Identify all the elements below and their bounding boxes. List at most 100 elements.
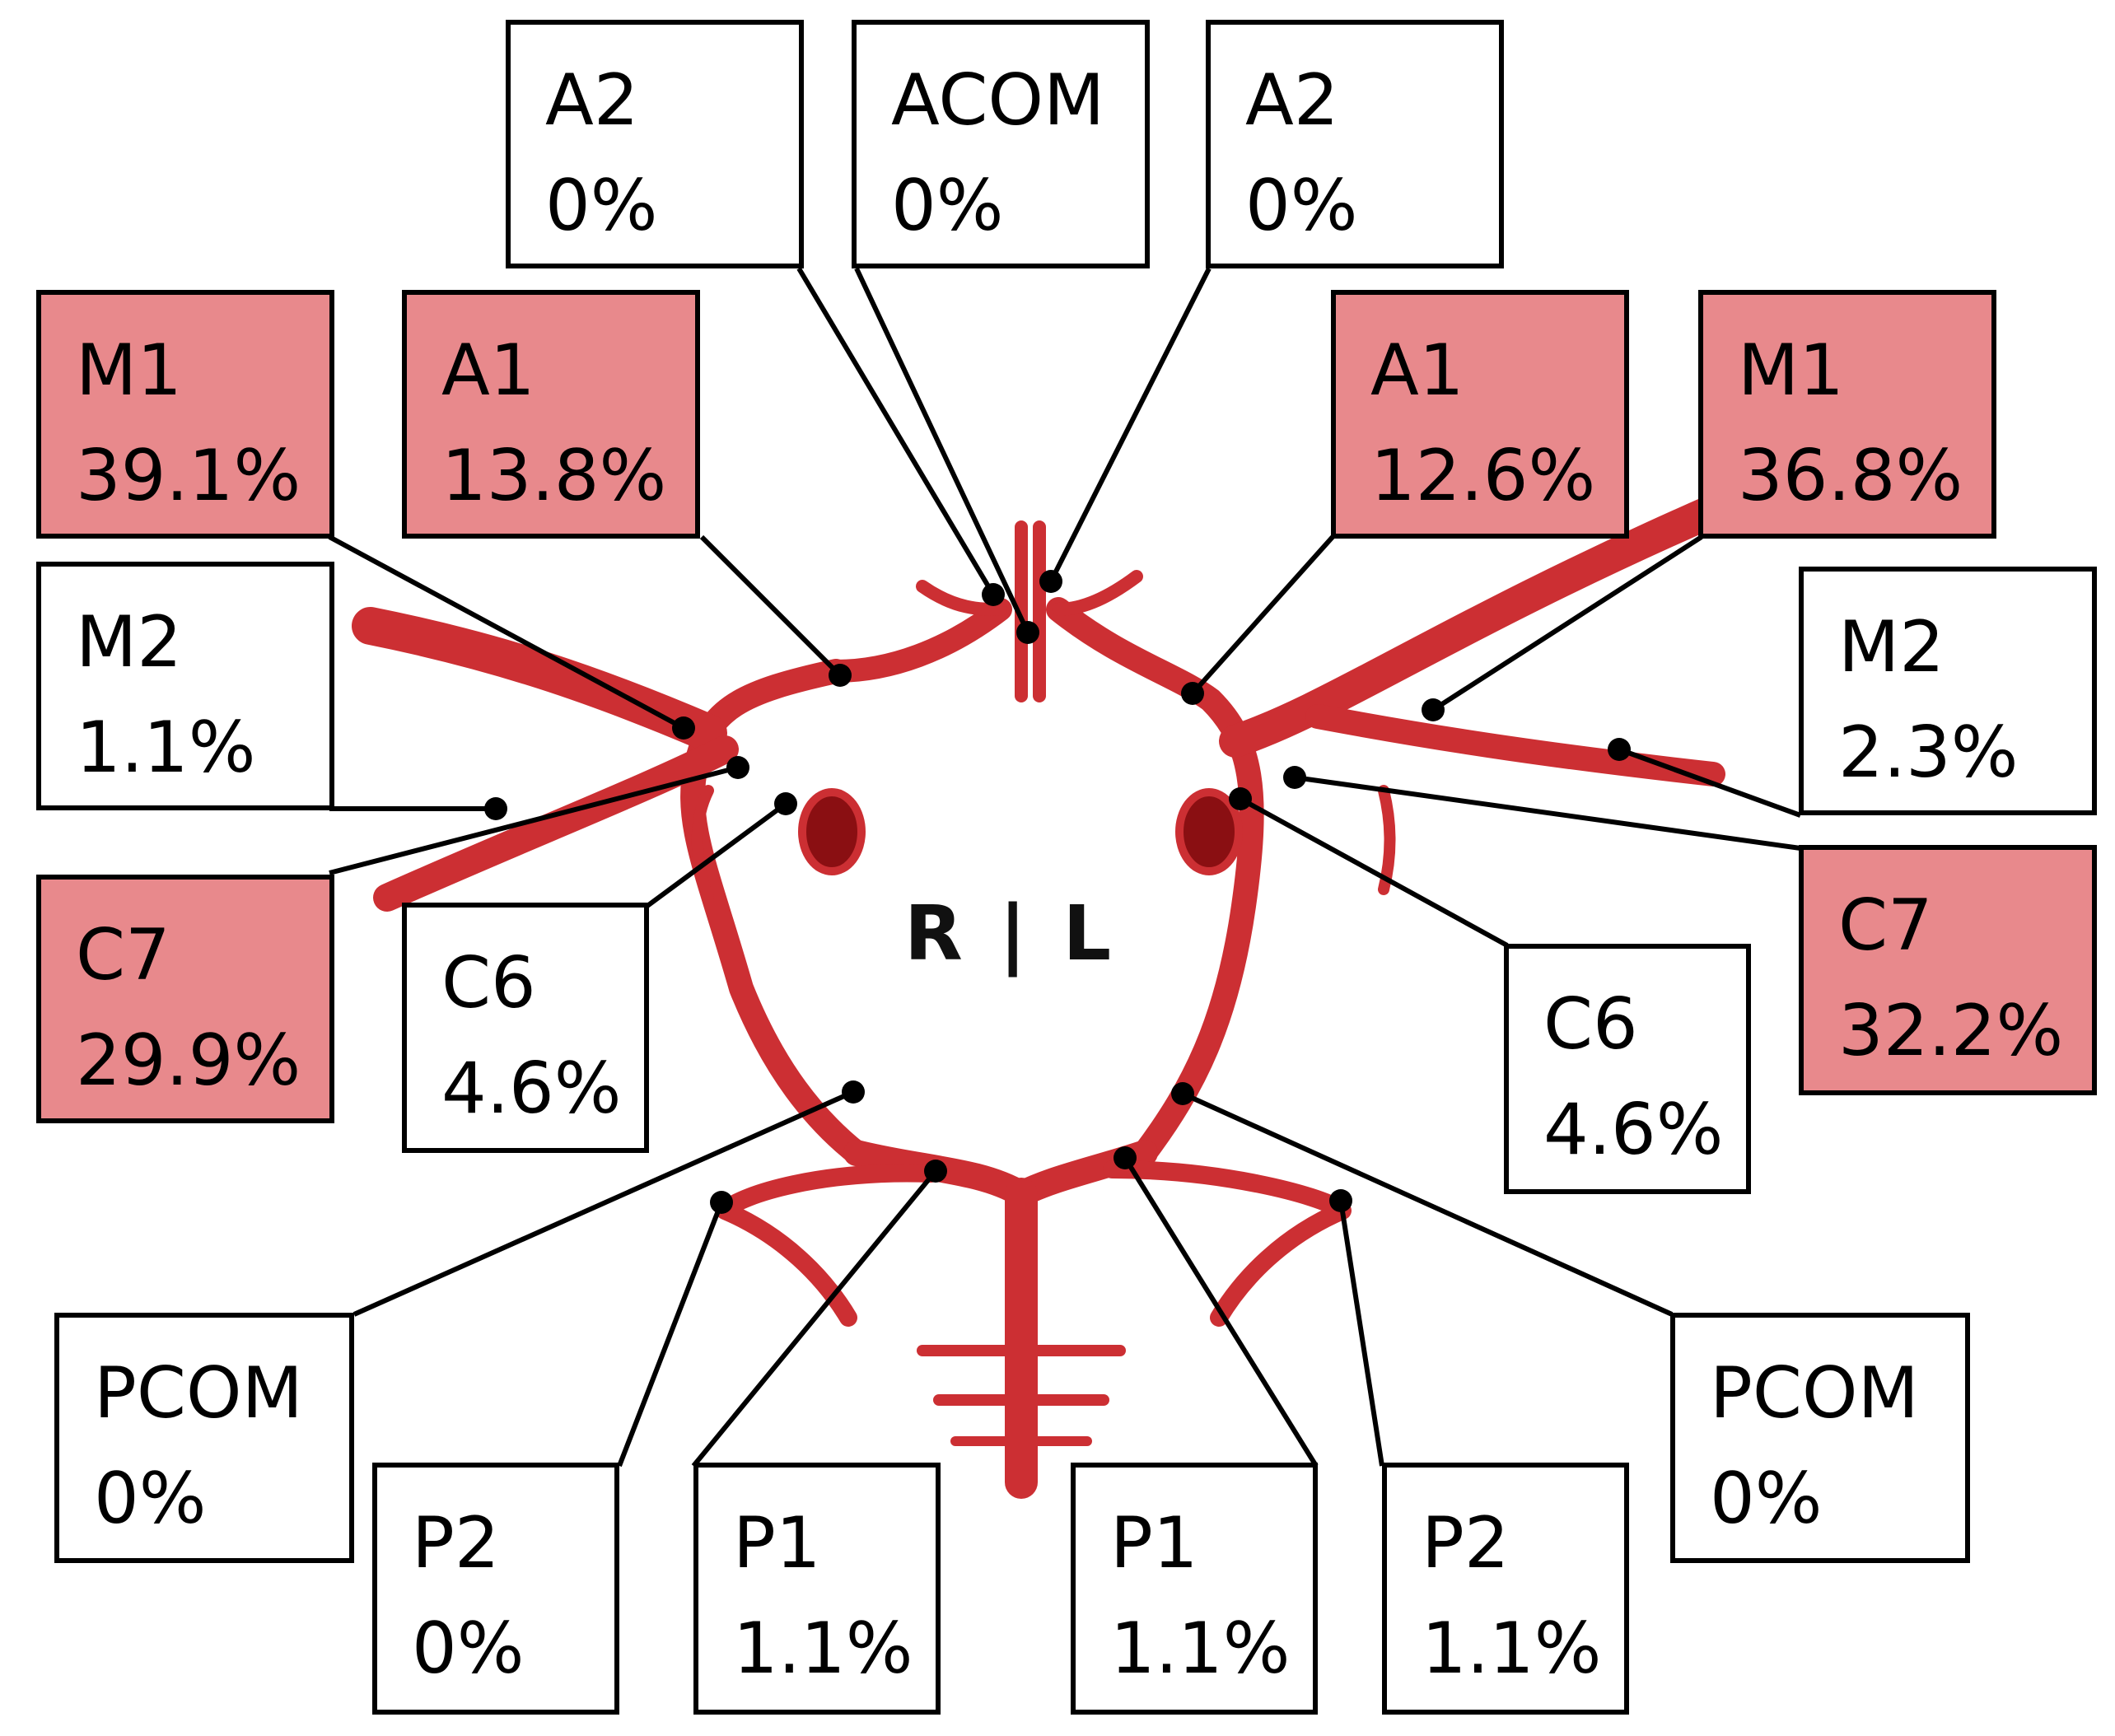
leader-line-r-a2 — [796, 267, 996, 596]
leader-dot-acom — [1016, 621, 1039, 644]
vessel-r-m1 — [352, 607, 727, 752]
leader-line-r-a1 — [699, 534, 843, 678]
segment-name: M2 — [76, 601, 182, 684]
segment-value: 2.3% — [1838, 712, 2019, 794]
leader-dot-r-a1 — [829, 664, 852, 687]
segment-name: A2 — [1245, 59, 1339, 142]
leader-line-l-p2 — [1338, 1200, 1384, 1467]
r-ica-stump — [798, 788, 866, 875]
segment-value: 1.1% — [1110, 1608, 1291, 1690]
segment-name: C7 — [76, 914, 170, 996]
leader-dot-l-pcom — [1171, 1082, 1194, 1105]
segment-name: P1 — [1110, 1502, 1198, 1584]
leader-dot-l-p1 — [1114, 1146, 1137, 1169]
leader-dot-l-m2 — [1608, 738, 1631, 761]
vessel-l-a1-pcom — [1046, 597, 1264, 1165]
leader-dot-r-c6 — [774, 792, 797, 815]
segment-value: 0% — [1710, 1458, 1823, 1540]
segment-name: M2 — [1838, 606, 1945, 688]
vessel-l-a2 — [1052, 570, 1143, 616]
segment-value: 0% — [412, 1608, 525, 1690]
segment-name: A1 — [1370, 329, 1464, 412]
segment-name: M1 — [76, 329, 182, 412]
leader-dot-l-c6 — [1229, 787, 1252, 810]
leader-dot-l-p2 — [1329, 1189, 1352, 1212]
segment-box-l-m1: M1 36.8% — [1698, 290, 1996, 539]
leader-line-acom — [854, 267, 1030, 634]
leader-dot-l-m1 — [1422, 698, 1445, 721]
segment-value: 36.8% — [1738, 435, 1963, 517]
segment-value: 0% — [94, 1458, 207, 1540]
segment-name: M1 — [1738, 329, 1844, 412]
leader-line-r-m1 — [328, 534, 685, 730]
segment-name: PCOM — [94, 1352, 303, 1435]
vessel-r-branch — [691, 785, 714, 903]
leader-line-r-p2 — [617, 1201, 724, 1468]
segment-box-r-a2: A2 0% — [506, 20, 804, 268]
side-marker: R | L — [904, 889, 1117, 978]
segment-box-r-c6: C6 4.6% — [402, 903, 649, 1153]
segment-box-l-p2: P2 1.1% — [1382, 1463, 1629, 1715]
leader-line-r-pcom — [352, 1090, 855, 1317]
leader-line-l-m2 — [1618, 747, 1802, 818]
segment-name: P2 — [412, 1502, 500, 1584]
segment-box-l-pcom: PCOM 0% — [1670, 1313, 1970, 1563]
segment-box-l-a1: A1 12.6% — [1331, 290, 1629, 539]
vessel-r-a2 — [916, 580, 1007, 616]
leader-dot-r-m2 — [484, 797, 507, 820]
vessel-l-m1 — [1219, 494, 1730, 758]
vessel-r-a1 — [824, 598, 1012, 683]
segment-box-r-p2: P2 0% — [372, 1463, 619, 1715]
segment-box-r-c7: C7 29.9% — [36, 875, 334, 1123]
segment-box-l-a2: A2 0% — [1206, 20, 1504, 268]
segment-box-r-m2: M2 1.1% — [36, 562, 334, 810]
leader-dot-l-a1 — [1181, 682, 1204, 705]
segment-name: C7 — [1838, 884, 1933, 967]
segment-value: 12.6% — [1370, 435, 1596, 517]
leader-line-l-m1 — [1431, 534, 1703, 712]
segment-name: P1 — [733, 1502, 821, 1584]
segment-value: 0% — [891, 165, 1004, 247]
segment-name: C6 — [441, 942, 536, 1024]
segment-value: 0% — [1245, 165, 1358, 247]
leader-dot-r-pcom — [842, 1080, 865, 1104]
leader-line-l-p1 — [1123, 1156, 1319, 1468]
l-ica-stump — [1175, 788, 1243, 875]
vessel-r-p2 — [716, 1164, 940, 1327]
segment-name: ACOM — [891, 59, 1105, 142]
vessel-r-p1 — [843, 1140, 1034, 1207]
leader-dot-r-p2 — [710, 1191, 733, 1214]
leader-dot-r-m1 — [672, 716, 695, 740]
segment-box-r-pcom: PCOM 0% — [54, 1313, 354, 1563]
segment-value: 32.2% — [1838, 990, 2064, 1072]
vessel-l-branch — [1378, 785, 1396, 895]
segment-value: 1.1% — [1422, 1608, 1602, 1690]
segment-box-acom: ACOM 0% — [852, 20, 1150, 268]
leader-line-l-a2 — [1048, 267, 1212, 583]
leader-dot-r-c7 — [726, 756, 749, 779]
segment-box-l-c6: C6 4.6% — [1504, 944, 1751, 1194]
segment-value: 4.6% — [441, 1048, 622, 1130]
vessel-l-m2 — [1305, 704, 1725, 786]
leader-dot-r-a2 — [982, 583, 1005, 606]
segment-value: 1.1% — [733, 1608, 913, 1690]
segment-value: 39.1% — [76, 435, 301, 517]
segment-name: A2 — [545, 59, 639, 142]
segment-box-l-c7: C7 32.2% — [1799, 845, 2097, 1095]
segment-value: 0% — [545, 165, 658, 247]
leader-line-l-c7 — [1294, 775, 1801, 851]
leader-dot-r-p1 — [924, 1160, 947, 1183]
leader-dot-l-c7 — [1283, 766, 1306, 789]
segment-value: 1.1% — [76, 707, 256, 789]
segment-box-r-a1: A1 13.8% — [402, 290, 700, 539]
segment-name: A1 — [441, 329, 535, 412]
segment-name: C6 — [1543, 983, 1638, 1066]
leader-dot-l-a2 — [1039, 570, 1062, 593]
segment-name: P2 — [1422, 1502, 1510, 1584]
leader-line-r-c7 — [329, 765, 739, 875]
segment-box-r-m1: M1 39.1% — [36, 290, 334, 539]
segment-box-r-p1: P1 1.1% — [693, 1463, 941, 1715]
leader-line-r-c6 — [646, 801, 787, 908]
segment-name: PCOM — [1710, 1352, 1919, 1435]
